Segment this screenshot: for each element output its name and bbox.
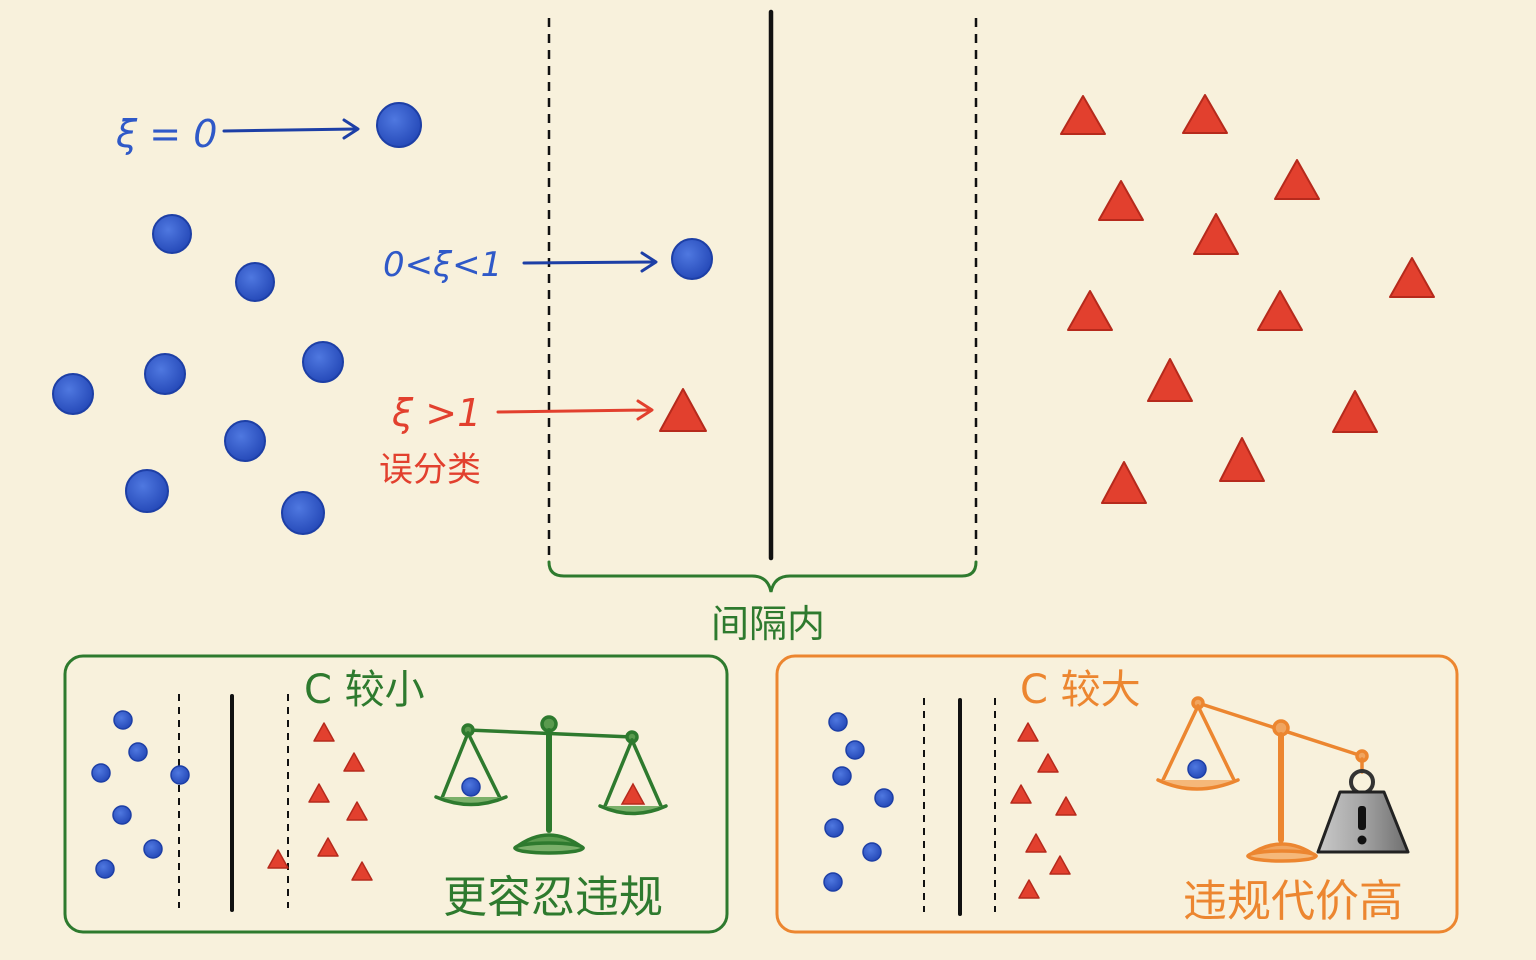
panel-large-c-frame: [775, 654, 1459, 934]
arrow-xi-between: [522, 251, 658, 273]
annotation-arrows: [222, 118, 658, 421]
large-c-blue-points: [823, 712, 894, 892]
arrow-xi-zero: [222, 118, 360, 140]
blue-point: [125, 469, 169, 513]
panel-small-c-frame: [63, 654, 729, 934]
arrow-xi-greater: [496, 399, 654, 421]
label-xi-greater: ξ >1: [391, 391, 481, 435]
red-point: [1098, 180, 1144, 221]
blue-point: [874, 788, 894, 808]
label-xi-zero: ξ = 0: [115, 112, 217, 156]
red-point: [1182, 94, 1228, 134]
red-point: [1101, 461, 1147, 504]
blue-point: [128, 742, 148, 762]
blue-point-inside-margin: [671, 238, 713, 280]
blue-point: [376, 102, 422, 148]
tilted-scale-icon: [1156, 696, 1369, 863]
panel-large-c-title: C 较大: [1020, 667, 1141, 713]
main-diagram: 间隔内: [52, 9, 1435, 646]
blue-points: [52, 102, 713, 535]
red-point: [1060, 95, 1106, 135]
red-point: [1274, 159, 1320, 200]
blue-point: [832, 766, 852, 786]
blue-point: [235, 262, 275, 302]
blue-point: [112, 805, 132, 825]
blue-point: [170, 765, 190, 785]
blue-point: [152, 214, 192, 254]
red-point: [346, 801, 368, 821]
red-point: [1025, 833, 1047, 853]
label-misclassified: 误分类: [379, 450, 481, 490]
blue-point: [143, 839, 163, 859]
blue-point: [224, 420, 266, 462]
red-point: [1067, 290, 1113, 331]
blue-point: [95, 859, 115, 879]
red-point: [1055, 796, 1077, 816]
red-point: [1017, 722, 1039, 742]
red-point: [1332, 390, 1378, 433]
panel-small-c: C 较小 更容忍违规: [63, 654, 729, 934]
red-point: [1389, 257, 1435, 298]
margin-brace: [547, 560, 978, 593]
red-point: [1193, 213, 1239, 255]
red-point: [1018, 879, 1040, 899]
red-point: [1049, 855, 1071, 875]
red-point: [351, 861, 373, 881]
red-point-misclassified: [659, 388, 707, 432]
blue-point: [824, 818, 844, 838]
blue-point: [823, 872, 843, 892]
margin-label: 间隔内: [711, 602, 825, 646]
red-point: [1257, 290, 1303, 331]
scale-blue-ball: [1187, 759, 1207, 779]
red-point: [313, 722, 335, 742]
red-point: [317, 837, 339, 857]
blue-point: [862, 842, 882, 862]
red-points: [659, 94, 1435, 504]
blue-point: [302, 341, 344, 383]
red-point: [308, 783, 330, 803]
red-point: [1219, 437, 1265, 482]
exclamation-icon: [1357, 806, 1367, 845]
label-xi-between: 0<ξ<1: [383, 245, 502, 285]
red-point: [343, 752, 365, 772]
red-point: [1037, 753, 1059, 773]
small-c-red-points: [267, 722, 373, 881]
scale-blue-ball: [461, 777, 481, 797]
panel-small-c-caption: 更容忍违规: [443, 872, 663, 923]
balance-scale-icon: [434, 715, 668, 855]
panel-small-c-title: C 较小: [304, 667, 425, 713]
blue-point: [52, 373, 94, 415]
blue-point: [845, 740, 865, 760]
red-point: [1147, 358, 1193, 402]
red-point: [267, 849, 289, 869]
blue-point: [281, 491, 325, 535]
blue-point: [91, 763, 111, 783]
blue-point: [144, 353, 186, 395]
red-point: [1010, 784, 1032, 804]
scale-red-triangle: [620, 782, 646, 805]
panel-large-c: C 较大 违规代价高: [775, 654, 1459, 934]
large-c-red-points: [1010, 722, 1077, 899]
blue-point: [828, 712, 848, 732]
small-c-blue-points: [91, 710, 190, 879]
weight-icon: [1316, 769, 1410, 854]
panel-large-c-caption: 违规代价高: [1183, 876, 1403, 927]
blue-point: [113, 710, 133, 730]
